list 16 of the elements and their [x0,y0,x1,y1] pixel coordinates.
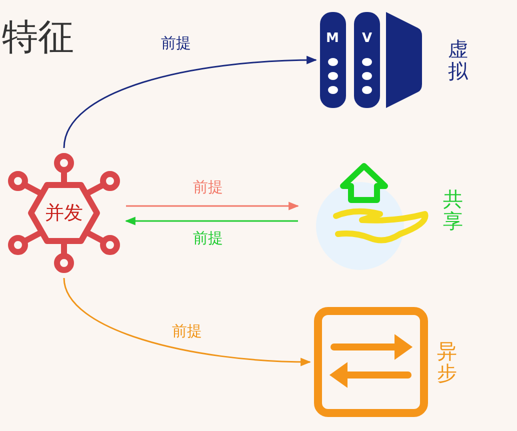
letter-label: M [326,32,339,45]
edge-label: 前提 [171,324,203,339]
node-caption: 共享 [443,188,463,232]
edge-label: 前提 [192,180,224,195]
edge-label: 前提 [192,231,224,246]
node-caption: 虚拟 [448,38,468,82]
arrow [63,56,318,148]
title: 特征 [2,20,74,56]
letter-label: V [362,32,372,45]
node-caption: 异步 [437,340,457,384]
node-label: 并发 [44,201,84,226]
arrow [124,216,298,226]
edge-label: 前提 [160,36,192,51]
hand-with-house-drawing [316,163,428,270]
arrow [63,278,312,366]
arrow [126,202,300,210]
